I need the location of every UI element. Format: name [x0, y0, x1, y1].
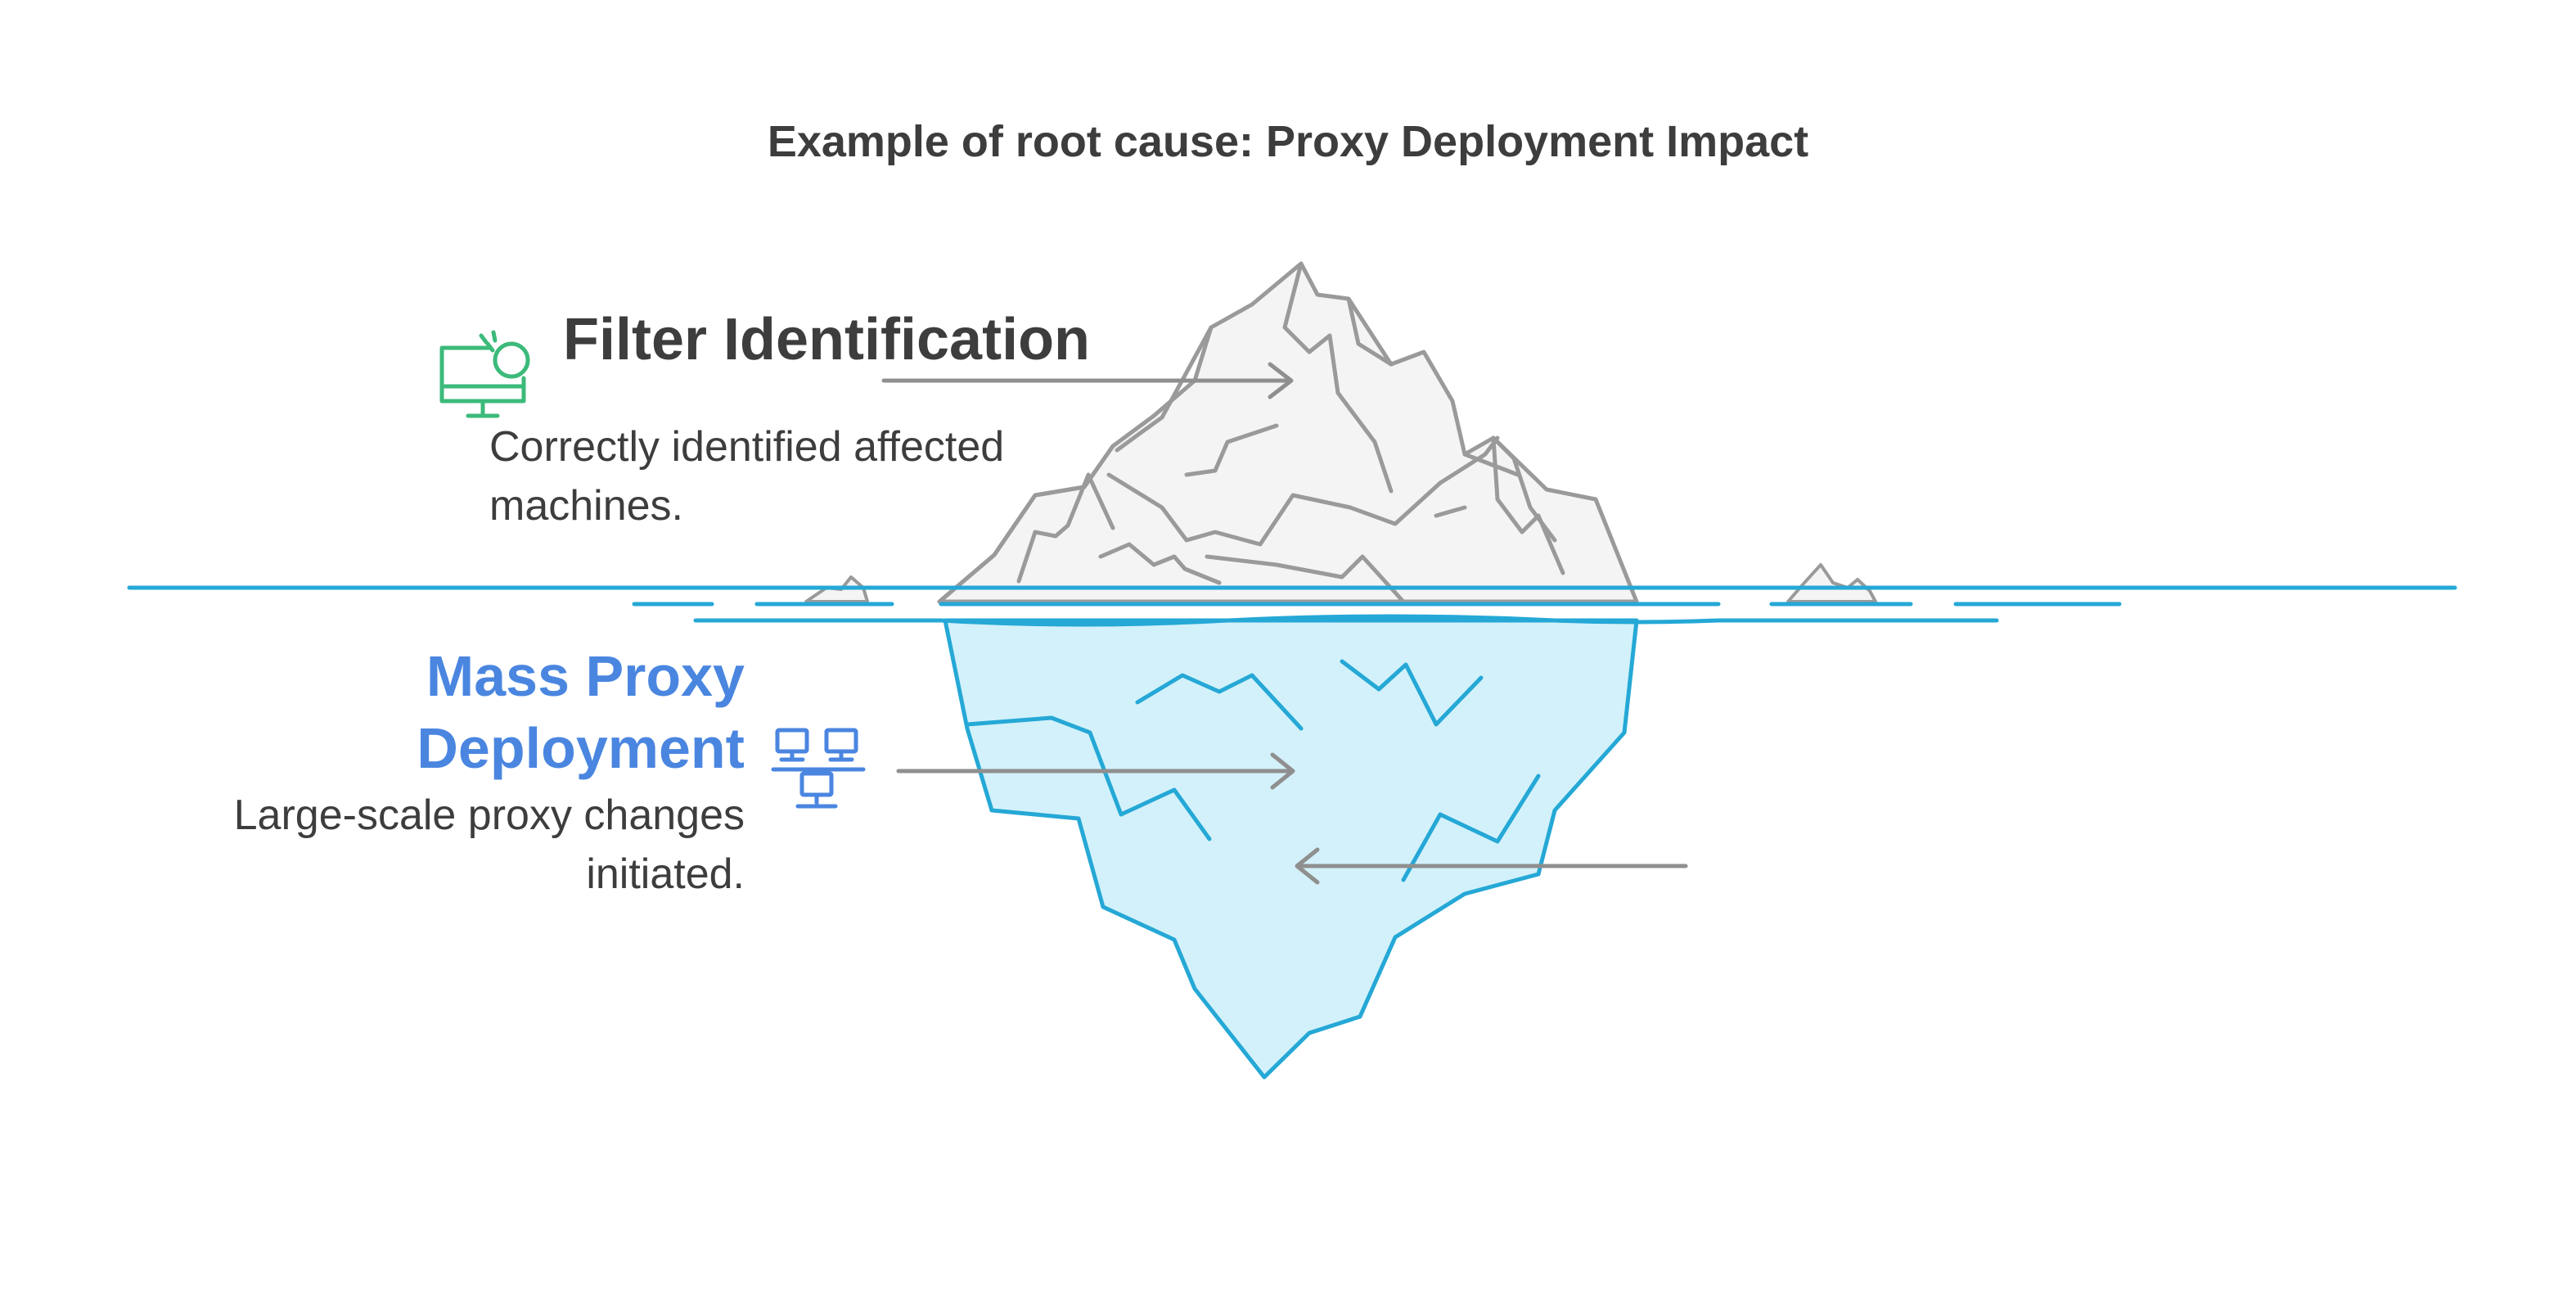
mass-proxy-deployment-heading: Mass Proxy Deployment	[417, 644, 745, 780]
small-ice-floe-right	[1786, 563, 1877, 603]
filter-identification-description: Correctly identified affected machines.	[489, 423, 1005, 530]
arrow-to-top-item	[881, 362, 1294, 399]
network-computers-icon	[771, 728, 866, 809]
mass-proxy-deployment-description: Large-scale proxy changes initiated.	[233, 792, 745, 898]
filter-identification-heading: Filter Identification	[563, 307, 1091, 372]
arrow-to-bottom-item	[896, 752, 1295, 790]
arrow-right-side	[1295, 847, 1688, 885]
iceberg-above-water	[937, 261, 1639, 604]
water-surface	[127, 585, 2457, 627]
monitor-check-icon	[439, 330, 530, 418]
iceberg-below-water	[943, 618, 1639, 1080]
diagram-title: Example of root cause: Proxy Deployment …	[767, 117, 1809, 166]
